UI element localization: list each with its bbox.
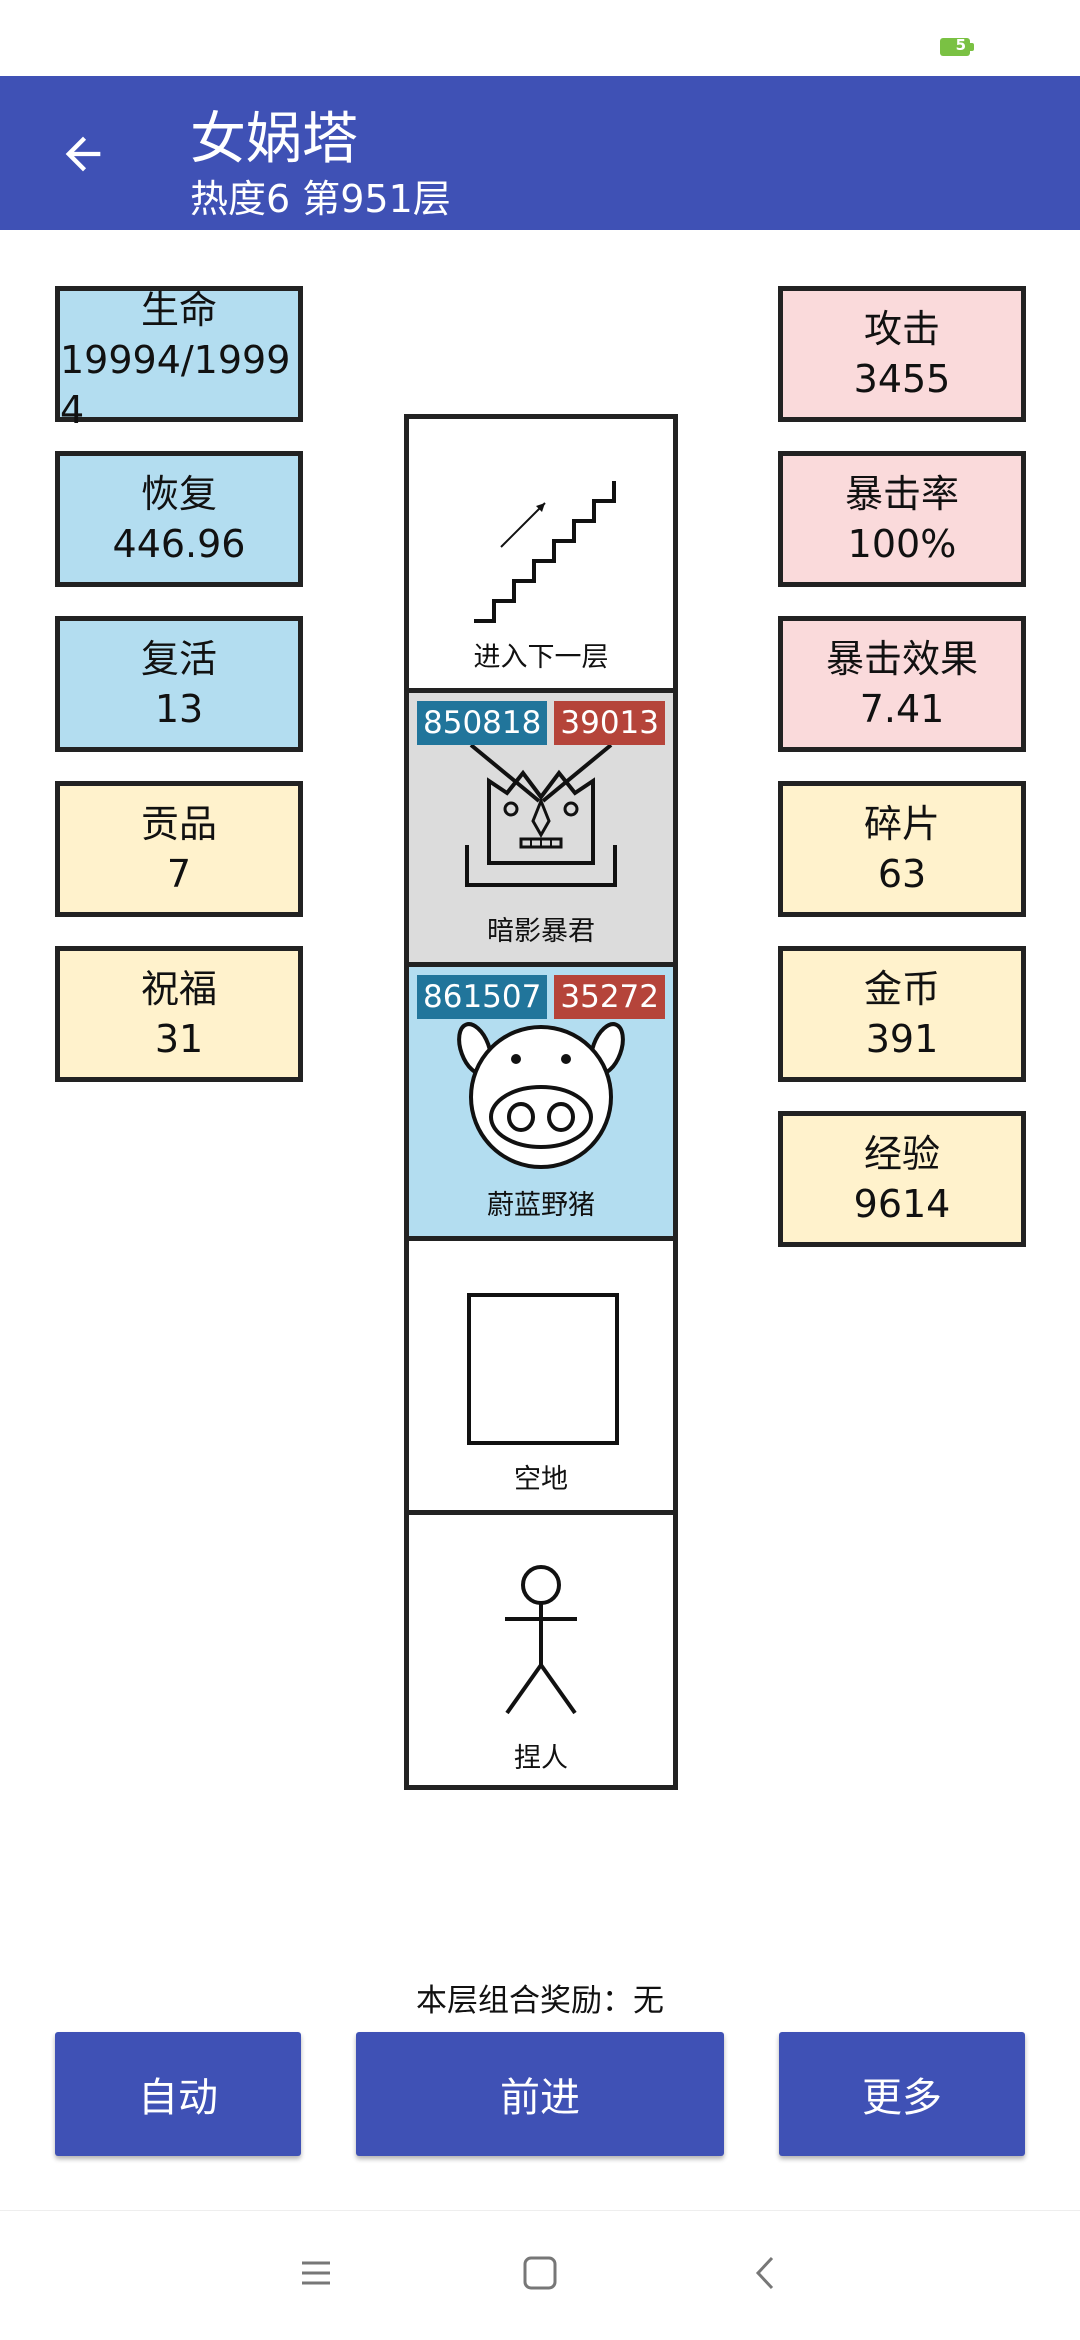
stat-value: 7.41 [859, 687, 945, 731]
auto-button[interactable]: 自动 [55, 2032, 301, 2156]
cell-label: 捏人 [514, 1743, 568, 1774]
back-button[interactable] [50, 121, 116, 187]
page-subtitle: 热度6 第951层 [190, 177, 451, 221]
stat-fragments: 碎片 63 [778, 781, 1026, 917]
floor-reward-text: 本层组合奖励：无 [416, 1983, 664, 2019]
stat-label: 经验 [863, 1132, 940, 1176]
cell-label: 进入下一层 [473, 642, 609, 673]
stat-tribute: 贡品 7 [55, 781, 303, 917]
home-icon[interactable] [510, 2243, 570, 2303]
stat-crit-rate: 暴击率 100% [778, 451, 1026, 587]
back-nav-icon[interactable] [736, 2243, 796, 2303]
monster-attack-badge: 39013 [554, 701, 665, 745]
stat-label: 复活 [140, 637, 217, 681]
battery-icon: 5 [940, 36, 974, 56]
cell-label: 空地 [514, 1464, 568, 1495]
stat-label: 攻击 [863, 307, 940, 351]
stat-regen: 恢复 446.96 [55, 451, 303, 587]
arrow-left-icon [65, 136, 101, 172]
stat-value: 9614 [853, 1182, 951, 1226]
tower-column: 进入下一层 850818 39013 暗影暴君 [404, 414, 678, 1790]
stat-label: 祝福 [140, 967, 217, 1011]
stat-experience: 经验 9614 [778, 1111, 1026, 1247]
stat-value: 13 [154, 687, 204, 731]
stat-value: 391 [865, 1017, 939, 1061]
stat-label: 生命 [140, 288, 217, 332]
empty-square-icon [467, 1293, 619, 1445]
stat-crit-effect: 暴击效果 7.41 [778, 616, 1026, 752]
cell-label: 蔚蓝野猪 [487, 1190, 595, 1221]
menu-icon[interactable] [286, 2243, 346, 2303]
stat-label: 金币 [863, 967, 940, 1011]
monster-hp-badge: 850818 [417, 701, 548, 745]
cell-label: 暗影暴君 [487, 916, 595, 947]
monster-hp-badge: 861507 [417, 975, 548, 1019]
stat-blessing: 祝福 31 [55, 946, 303, 1082]
more-button[interactable]: 更多 [779, 2032, 1025, 2156]
tower-cell-empty[interactable]: 空地 [409, 1241, 673, 1515]
stairs-icon [474, 481, 616, 623]
page-title: 女娲塔 [190, 107, 358, 172]
stat-value: 100% [847, 522, 957, 566]
stat-gold: 金币 391 [778, 946, 1026, 1082]
monster-attack-badge: 35272 [554, 975, 665, 1019]
tower-cell-next-floor[interactable]: 进入下一层 [409, 419, 673, 693]
app-bar: 女娲塔 热度6 第951层 [0, 76, 1080, 230]
stat-value: 63 [877, 852, 927, 896]
stat-value: 446.96 [112, 522, 246, 566]
tyrant-monster-icon [465, 743, 617, 887]
stat-label: 暴击率 [844, 472, 959, 516]
stat-revive: 复活 13 [55, 616, 303, 752]
stick-figure-icon [505, 1565, 577, 1715]
stat-label: 碎片 [863, 802, 940, 846]
stat-attack: 攻击 3455 [778, 286, 1026, 422]
stat-label: 恢复 [140, 472, 217, 516]
stat-label: 暴击效果 [825, 637, 978, 681]
stat-hp: 生命 19994/19994 [55, 286, 303, 432]
stat-value: 31 [154, 1017, 204, 1061]
stat-label: 贡品 [140, 802, 217, 846]
tower-cell-monster[interactable]: 861507 35272 蔚蓝野猪 [409, 967, 673, 1241]
tower-cell-character[interactable]: 捏人 [409, 1515, 673, 1789]
status-bar: 5 [0, 0, 1080, 76]
tower-cell-monster[interactable]: 850818 39013 暗影暴君 [409, 693, 673, 967]
battery-level: 5 [955, 36, 966, 54]
pig-monster-icon [457, 1022, 625, 1169]
advance-button[interactable]: 前进 [356, 2032, 724, 2156]
stat-value: 3455 [853, 357, 951, 401]
system-nav-bar [0, 2210, 1080, 2340]
stat-value: 19994/19994 [60, 338, 291, 432]
stat-value: 7 [166, 852, 192, 896]
